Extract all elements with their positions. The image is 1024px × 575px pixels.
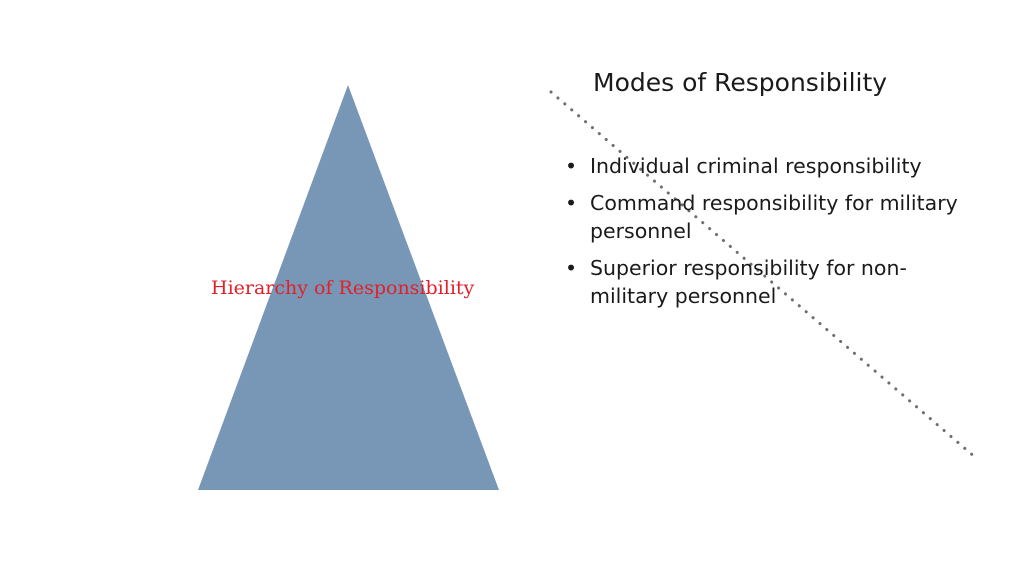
bullet-marker: •	[565, 191, 578, 215]
list-item-text: Individual criminal responsibility	[590, 154, 922, 178]
pyramid-label: Hierarchy of Responsibility	[211, 277, 475, 299]
list-item-text: Command responsibility for military pers…	[590, 191, 958, 243]
list-item: • Superior responsibility for non-milita…	[565, 254, 985, 310]
slide-title: Modes of Responsibility	[593, 68, 888, 97]
list-item-text: Superior responsibility for non-military…	[590, 256, 907, 308]
list-item: • Individual criminal responsibility	[565, 152, 985, 180]
list-item: • Command responsibility for military pe…	[565, 189, 985, 245]
bullet-list: • Individual criminal responsibility • C…	[565, 152, 985, 319]
bullet-marker: •	[565, 154, 578, 178]
bullet-marker: •	[565, 256, 578, 280]
pyramid-shape	[198, 85, 499, 490]
